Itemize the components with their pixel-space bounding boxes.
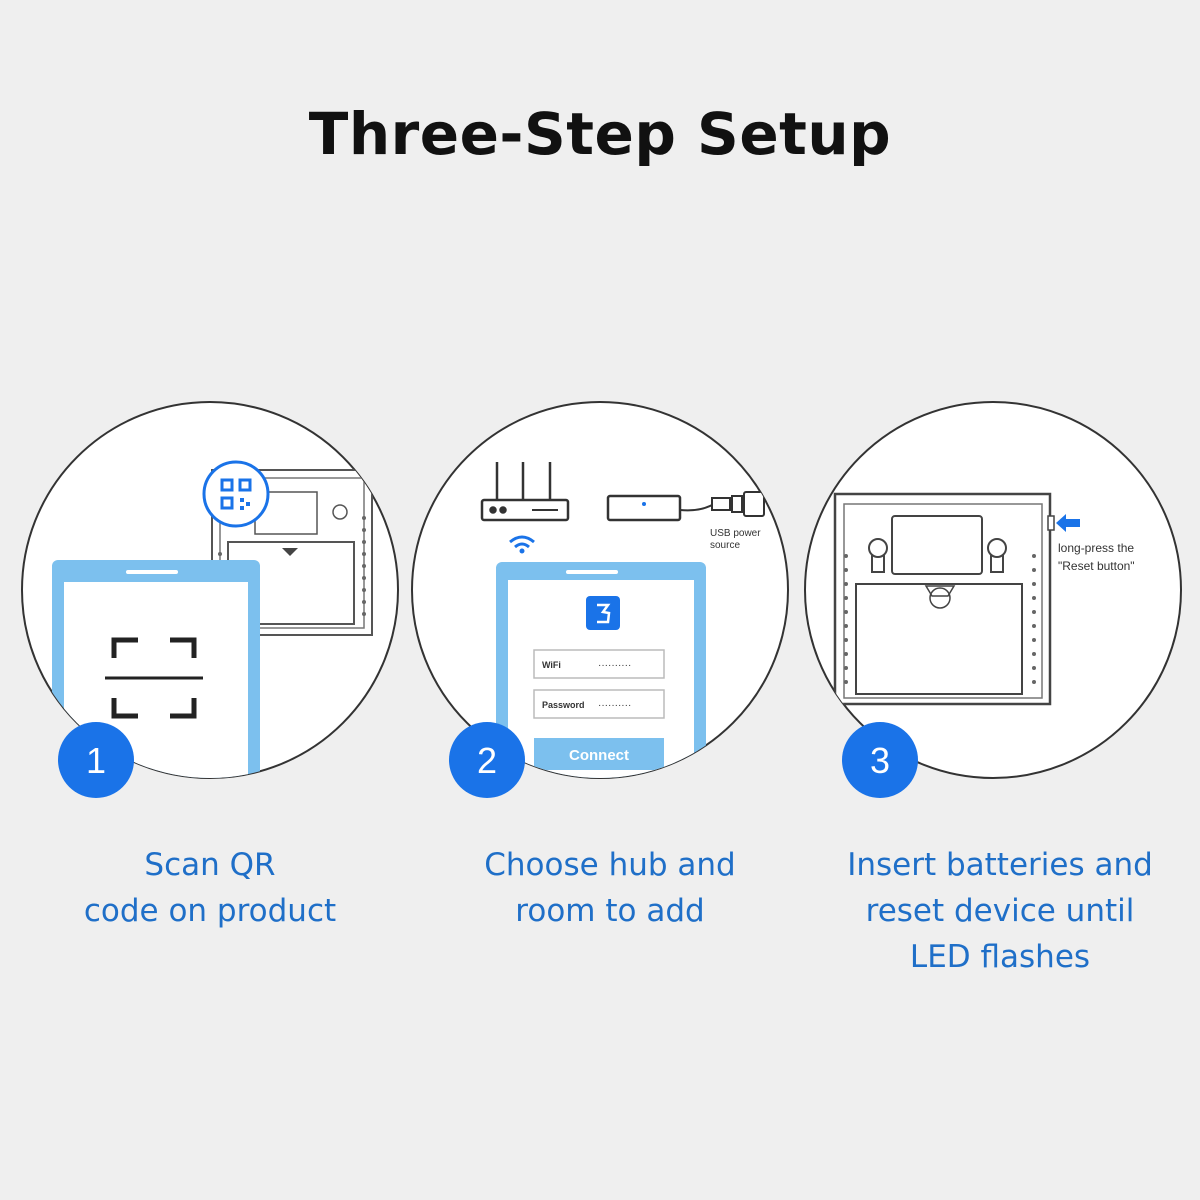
qr-code-icon (202, 460, 270, 528)
step-2-caption: Choose hub and room to add (430, 842, 790, 934)
wifi-field[interactable]: WiFi ·········· (533, 649, 665, 679)
step-3-caption-line-1: Insert batteries and (847, 847, 1153, 883)
step-1-illustration: 1 (21, 401, 399, 798)
step-2-number: 2 (477, 740, 497, 781)
reset-note-line-2: "Reset button" (1058, 559, 1135, 573)
usb-label-line-1: USB power (710, 528, 761, 539)
step-1-number: 1 (86, 740, 106, 781)
usb-plug-icon (711, 491, 765, 517)
step-3-caption-line-3: LED flashes (909, 939, 1091, 975)
step-3-caption: Insert batteries and reset device until … (820, 842, 1180, 980)
step-3-illustration: long-press the "Reset button" 3 (804, 401, 1182, 798)
step-2-caption-line-2: room to add (515, 893, 705, 929)
step-2-caption-line-1: Choose hub and (484, 847, 736, 883)
password-field-value: ·········· (598, 700, 631, 711)
step-3-badge: 3 (842, 722, 918, 798)
page-title: Three-Step Setup (308, 100, 892, 168)
app-logo-icon (586, 596, 620, 630)
connect-button-label: Connect (569, 747, 629, 764)
step-2-illustration: USB power source WiFi ·········· (411, 401, 789, 798)
scan-frame-icon (105, 637, 203, 719)
password-field[interactable]: Password ·········· (533, 689, 665, 719)
wifi-field-label: WiFi (542, 660, 561, 670)
arrow-left-icon (1056, 514, 1080, 532)
wifi-field-value: ·········· (598, 660, 631, 671)
reset-note-line-1: long-press the (1058, 541, 1134, 555)
step-1-badge: 1 (58, 722, 134, 798)
step-1-caption-line-1: Scan QR (144, 847, 276, 883)
step-2-badge: 2 (449, 722, 525, 798)
usb-label-line-2: source (710, 540, 740, 551)
step-3-number: 3 (870, 740, 890, 781)
router-icon (480, 462, 570, 522)
wifi-icon (509, 535, 535, 554)
device-back-panel (833, 492, 1055, 706)
password-field-label: Password (542, 700, 585, 710)
steps-illustrations: 1 (0, 400, 1200, 800)
step-3-caption-line-2: reset device until (865, 893, 1135, 929)
step-1-caption: Scan QR code on product (40, 842, 380, 934)
step-1-caption-line-2: code on product (83, 893, 337, 929)
connect-button[interactable]: Connect (534, 738, 664, 770)
